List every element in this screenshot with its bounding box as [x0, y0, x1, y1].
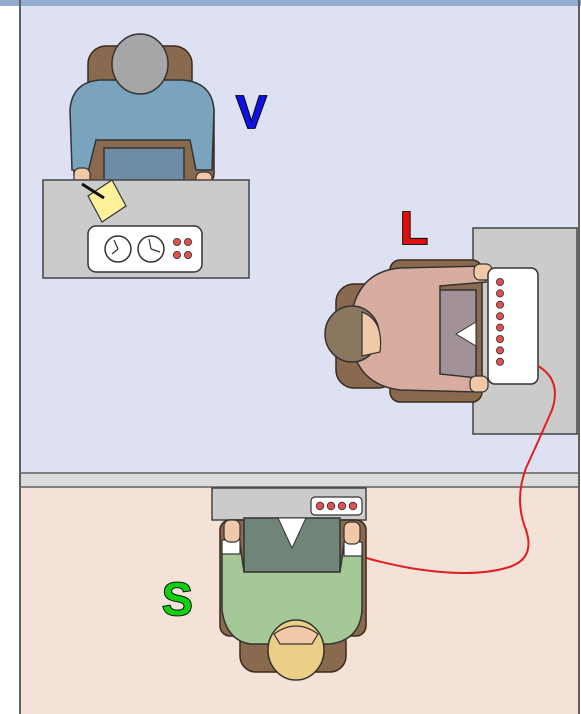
experimenter-head	[111, 33, 169, 95]
note-paper	[87, 179, 127, 223]
student-figure	[219, 517, 367, 681]
top-frame	[0, 0, 581, 6]
student-leg-gap	[277, 517, 307, 550]
button-panel-icon	[172, 237, 192, 259]
student-desk	[211, 487, 367, 521]
generator-button	[495, 300, 504, 309]
student-right-hand	[343, 521, 361, 545]
student-panel-button	[337, 501, 347, 511]
dividing-wall	[19, 472, 580, 488]
label-s: S	[162, 573, 193, 625]
generator-button	[495, 323, 504, 332]
experimenter-shirt	[69, 79, 215, 173]
shock-wire	[359, 365, 556, 574]
generator-button	[495, 346, 504, 355]
generator-button	[495, 334, 504, 343]
shock-generator	[487, 267, 539, 385]
student-face	[273, 625, 319, 645]
student-left-hand	[223, 519, 241, 543]
teacher-hand-bottom	[469, 375, 489, 393]
generator-button	[495, 357, 504, 366]
teacher-leg-gap	[455, 321, 477, 347]
generator-button	[495, 312, 504, 321]
student-panel-button	[326, 501, 336, 511]
student-panel	[310, 496, 363, 516]
student-panel-button	[315, 501, 325, 511]
teacher-face	[361, 311, 382, 357]
experimenter-desk	[42, 179, 250, 279]
generator-button	[495, 289, 504, 298]
generator-button	[495, 277, 504, 286]
teacher-figure	[324, 259, 493, 403]
student-panel-button	[348, 501, 358, 511]
timer-clock-1	[104, 235, 132, 263]
timer-clock-2	[137, 235, 165, 263]
experimenter-legs	[103, 147, 185, 183]
label-l: L	[400, 202, 428, 254]
shock-generator-panel	[487, 267, 539, 385]
pen	[81, 182, 105, 200]
label-v: V	[236, 86, 267, 138]
